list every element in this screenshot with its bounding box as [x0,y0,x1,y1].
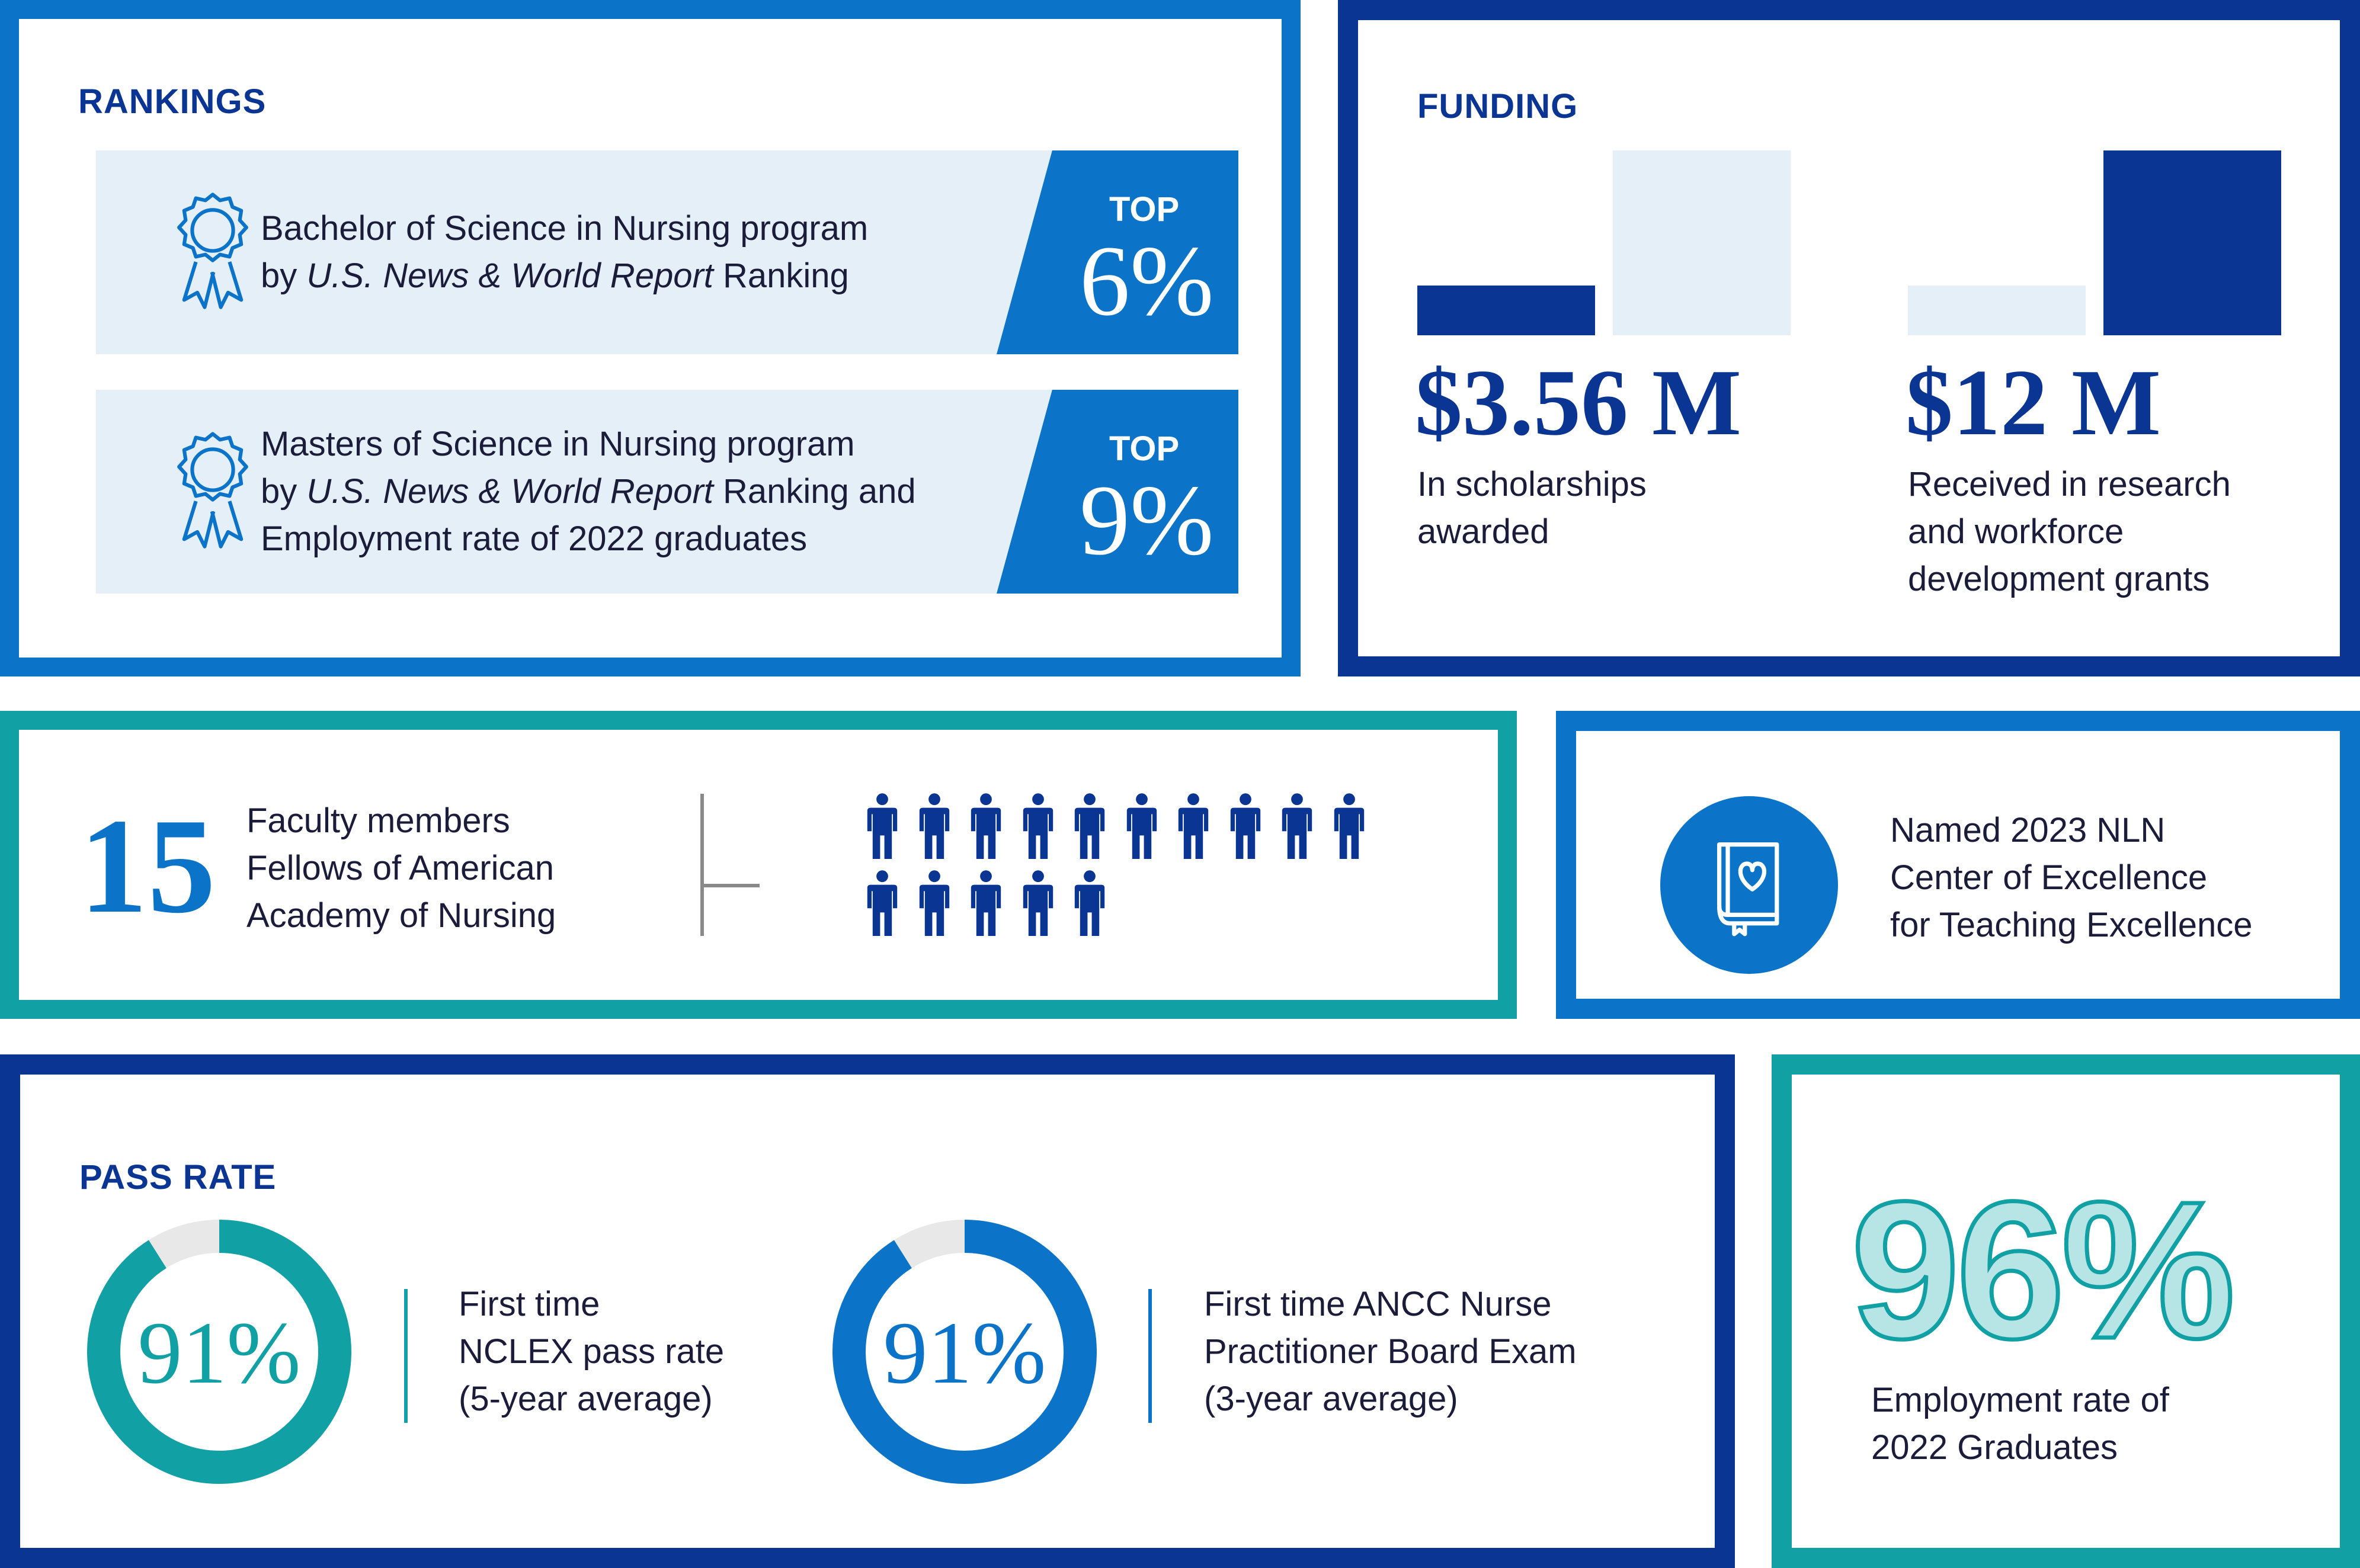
ranking-item-msn: Masters of Science in Nursing program by… [96,390,1238,594]
person-icon [1178,793,1209,859]
faculty-desc-line: Fellows of American [246,849,554,887]
ranking-description: Bachelor of Science in Nursing program b… [261,205,960,300]
donut-chart [832,1220,1097,1484]
person-icon [1023,870,1053,936]
nln-desc-line: Named 2023 NLN [1890,811,2166,849]
ranking-line-2: by U.S. News & World Report Ranking and [261,468,960,515]
funding-value: $3.56 M [1415,349,1742,455]
funding-description: In scholarships awarded [1417,461,1647,556]
ranking-source: U.S. News & World Report [306,472,713,511]
funding-desc-line: Received in research [1908,465,2231,504]
person-icon [1126,793,1157,859]
person-icon [919,870,949,936]
person-icon [867,793,898,859]
person-icon [971,870,1001,936]
ranking-badge-label: TOP [1109,429,1180,468]
pass-rate-value: 91% [883,1304,1046,1402]
nln-panel: Named 2023 NLN Center of Excellence for … [1556,711,2360,1019]
nln-description: Named 2023 NLN Center of Excellence for … [1890,807,2253,949]
funding-panel: FUNDING $3.56 M In scholarships awarded … [1338,0,2360,676]
award-ribbon-icon [177,193,248,309]
funding-desc-line: In scholarships [1417,465,1647,504]
person-icon [1023,793,1053,859]
divider [404,1289,408,1423]
rankings-panel: RANKINGS Bachelor of Science in Nursing … [0,0,1301,676]
ranking-line-2-prefix: by [261,472,307,511]
pass-rate-description: First time NCLEX pass rate (5-year avera… [459,1281,724,1423]
faculty-people-grid [866,793,1400,947]
faculty-desc-line: Faculty members [246,801,510,840]
donut-chart [87,1220,351,1484]
employment-value: 96% [1849,1160,2237,1379]
faculty-panel: 15 Faculty members Fellows of American A… [0,711,1517,1019]
employment-desc-line: Employment rate of [1871,1381,2169,1419]
ranking-item-bsn: Bachelor of Science in Nursing program b… [96,150,1238,354]
person-icon [919,793,949,859]
ranking-description: Masters of Science in Nursing program by… [261,421,960,563]
funding-value: $12 M [1906,349,2162,455]
ranking-line-2: by U.S. News & World Report Ranking [261,252,960,300]
pass-rate-desc-line: First time ANCC Nurse [1204,1285,1552,1323]
person-icon [971,793,1001,859]
pass-rate-heading: PASS RATE [79,1158,277,1197]
faculty-count: 15 [79,790,216,941]
funding-bar [1613,150,1791,335]
ranking-badge-value: 6% [1080,225,1214,336]
faculty-description: Faculty members Fellows of American Acad… [246,797,556,939]
funding-desc-line: and workforce [1908,512,2124,551]
faculty-desc-line: Academy of Nursing [246,896,556,935]
nln-desc-line: for Teaching Excellence [1890,906,2253,944]
ranking-badge: TOP 9% [997,390,1238,594]
person-icon [867,870,898,936]
pass-rate-value: 91% [137,1304,301,1402]
ranking-badge-label: TOP [1109,190,1180,229]
nln-desc-line: Center of Excellence [1890,858,2208,897]
funding-desc-line: development grants [1908,560,2210,598]
ranking-source: U.S. News & World Report [306,256,713,295]
person-icon [1282,793,1312,859]
ranking-badge: TOP 6% [997,150,1238,354]
funding-bar [1417,286,1595,335]
ranking-line-2-suffix: Ranking and [713,472,916,511]
funding-desc-line: awarded [1417,512,1549,551]
connector-line [700,794,704,936]
employment-panel: 96% Employment rate of 2022 Graduates [1772,1054,2360,1568]
pass-rate-desc-line: First time [459,1285,600,1323]
funding-description: Received in research and workforce devel… [1908,461,2231,603]
ranking-line-1: Bachelor of Science in Nursing program [261,209,869,248]
book-heart-icon [1717,842,1779,937]
divider [1148,1289,1152,1423]
connector-line [700,884,760,887]
funding-bar [1908,286,2086,335]
pass-rate-desc-line: (5-year average) [459,1380,713,1418]
ranking-line-3: Employment rate of 2022 graduates [261,520,808,558]
book-badge [1660,796,1838,974]
person-icon [1074,870,1105,936]
pass-rate-desc-line: NCLEX pass rate [459,1332,725,1371]
ranking-line-1: Masters of Science in Nursing program [261,425,855,463]
ranking-badge-value: 9% [1080,464,1214,576]
rankings-heading: RANKINGS [78,82,267,121]
pass-rate-desc-line: (3-year average) [1204,1380,1458,1418]
employment-desc-line: 2022 Graduates [1871,1428,2118,1467]
pass-rate-desc-line: Practitioner Board Exam [1204,1332,1577,1371]
employment-description: Employment rate of 2022 Graduates [1871,1377,2169,1471]
pass-rate-description: First time ANCC Nurse Practitioner Board… [1204,1281,1577,1423]
person-icon [1074,793,1105,859]
award-ribbon-icon [177,432,248,549]
funding-bar [2103,150,2281,335]
person-icon [1230,793,1260,859]
funding-heading: FUNDING [1417,87,1578,126]
ranking-line-2-suffix: Ranking [713,256,849,295]
ranking-line-2-prefix: by [261,256,307,295]
pass-rate-panel: PASS RATE 91% First time NCLEX pass rate… [0,1054,1735,1568]
person-icon [1334,793,1364,859]
